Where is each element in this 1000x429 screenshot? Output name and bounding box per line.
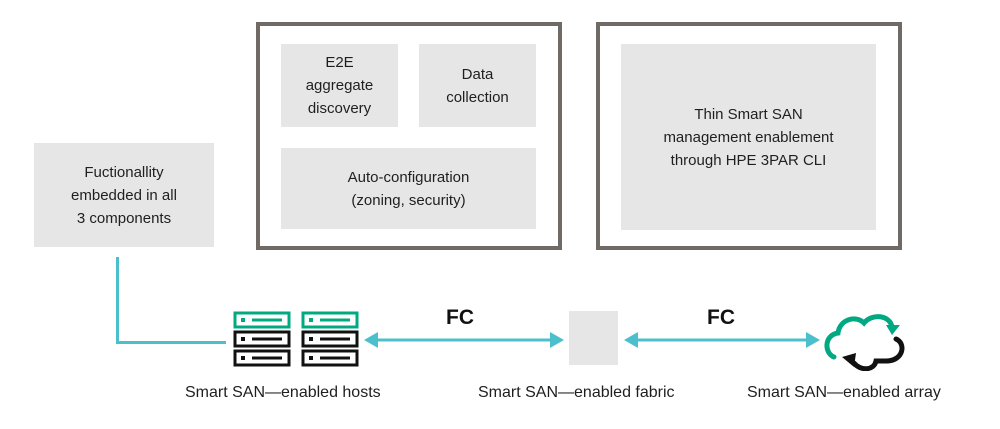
- server-rack-icon: [233, 311, 359, 367]
- note-connector-vertical: [116, 257, 119, 343]
- thin-smart-san-label: Thin Smart SAN management enablement thr…: [663, 105, 834, 169]
- e2e-discovery-label: E2E aggregate discovery: [305, 54, 374, 117]
- fc-link-label-1: FC: [446, 306, 474, 329]
- array-label: Smart SAN—enabled array: [747, 384, 941, 401]
- fc-link-arrow-2: [624, 332, 820, 348]
- data-collection-box: Data collection: [419, 44, 536, 127]
- auto-configuration-label: Auto-configuration (zoning, security): [347, 168, 470, 209]
- functionality-note: Fuctionallity embedded in all 3 componen…: [34, 143, 214, 247]
- fc-link-arrow-1: [364, 332, 564, 348]
- data-collection-label: Data collection: [446, 65, 509, 106]
- fabric-switch-icon: [569, 311, 618, 365]
- fc-link-label-2: FC: [707, 306, 735, 329]
- auto-configuration-box: Auto-configuration (zoning, security): [281, 148, 536, 229]
- fabric-label: Smart SAN—enabled fabric: [478, 384, 675, 401]
- functionality-note-text: Fuctionallity embedded in all 3 componen…: [71, 163, 177, 227]
- note-connector-horizontal: [116, 341, 226, 344]
- thin-smart-san-box: Thin Smart SAN management enablement thr…: [621, 44, 876, 230]
- e2e-discovery-box: E2E aggregate discovery: [281, 44, 398, 127]
- hosts-label: Smart SAN—enabled hosts: [185, 384, 381, 401]
- cloud-sync-icon: [824, 314, 905, 371]
